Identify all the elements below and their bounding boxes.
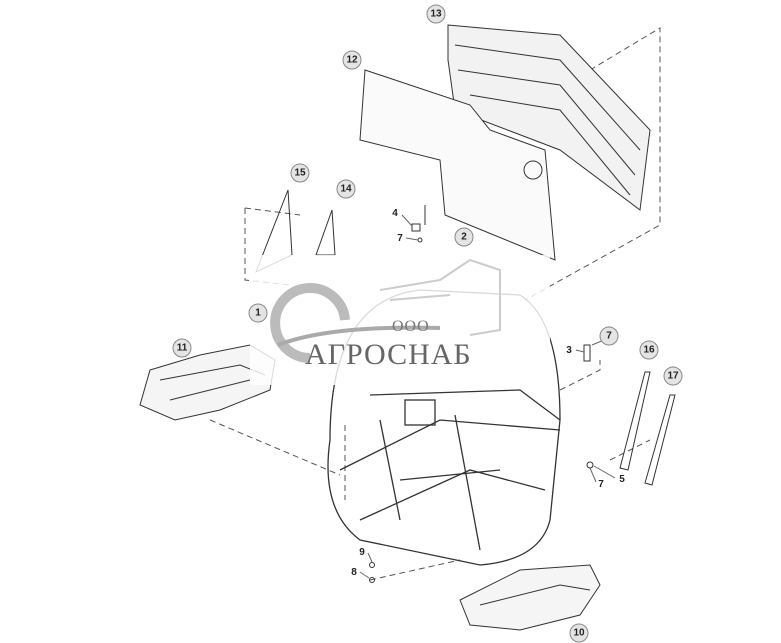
callout-label: 14: [336, 179, 356, 199]
callout-label: 15: [290, 163, 310, 183]
glass-seal-17: [644, 394, 676, 486]
watermark-name: АГРОСНАБ: [305, 338, 472, 371]
callout-label: 11: [172, 338, 192, 358]
callout-label: 10: [569, 623, 589, 643]
callout-label: 12: [342, 50, 362, 70]
glass-seal-16: [619, 371, 651, 471]
callout-label: 13: [426, 4, 446, 24]
floor-mat-10: [459, 564, 601, 631]
callout-label: 17: [663, 366, 683, 386]
callout-label: 3: [566, 344, 572, 356]
callout-label: 4: [392, 207, 398, 219]
callout-label: 5: [619, 473, 625, 485]
gear-icon: [270, 283, 350, 363]
callout-label: 7: [599, 326, 619, 346]
combine-harvester-icon: [379, 258, 501, 336]
insulation-panel-12: [359, 69, 556, 261]
dashed-guides: [209, 27, 661, 581]
callout-label: 9: [359, 546, 365, 558]
callout-label: 8: [351, 566, 357, 578]
floor-mat-11: [139, 344, 276, 421]
callout-label: 7: [598, 478, 604, 490]
watermark-prefix: ООО: [392, 318, 430, 335]
callout-label: 16: [639, 340, 659, 360]
rear-panel-13: [447, 24, 651, 211]
callout-label: 7: [397, 232, 403, 244]
callout-label: 1: [248, 303, 268, 323]
callout-label: 2: [454, 227, 474, 247]
